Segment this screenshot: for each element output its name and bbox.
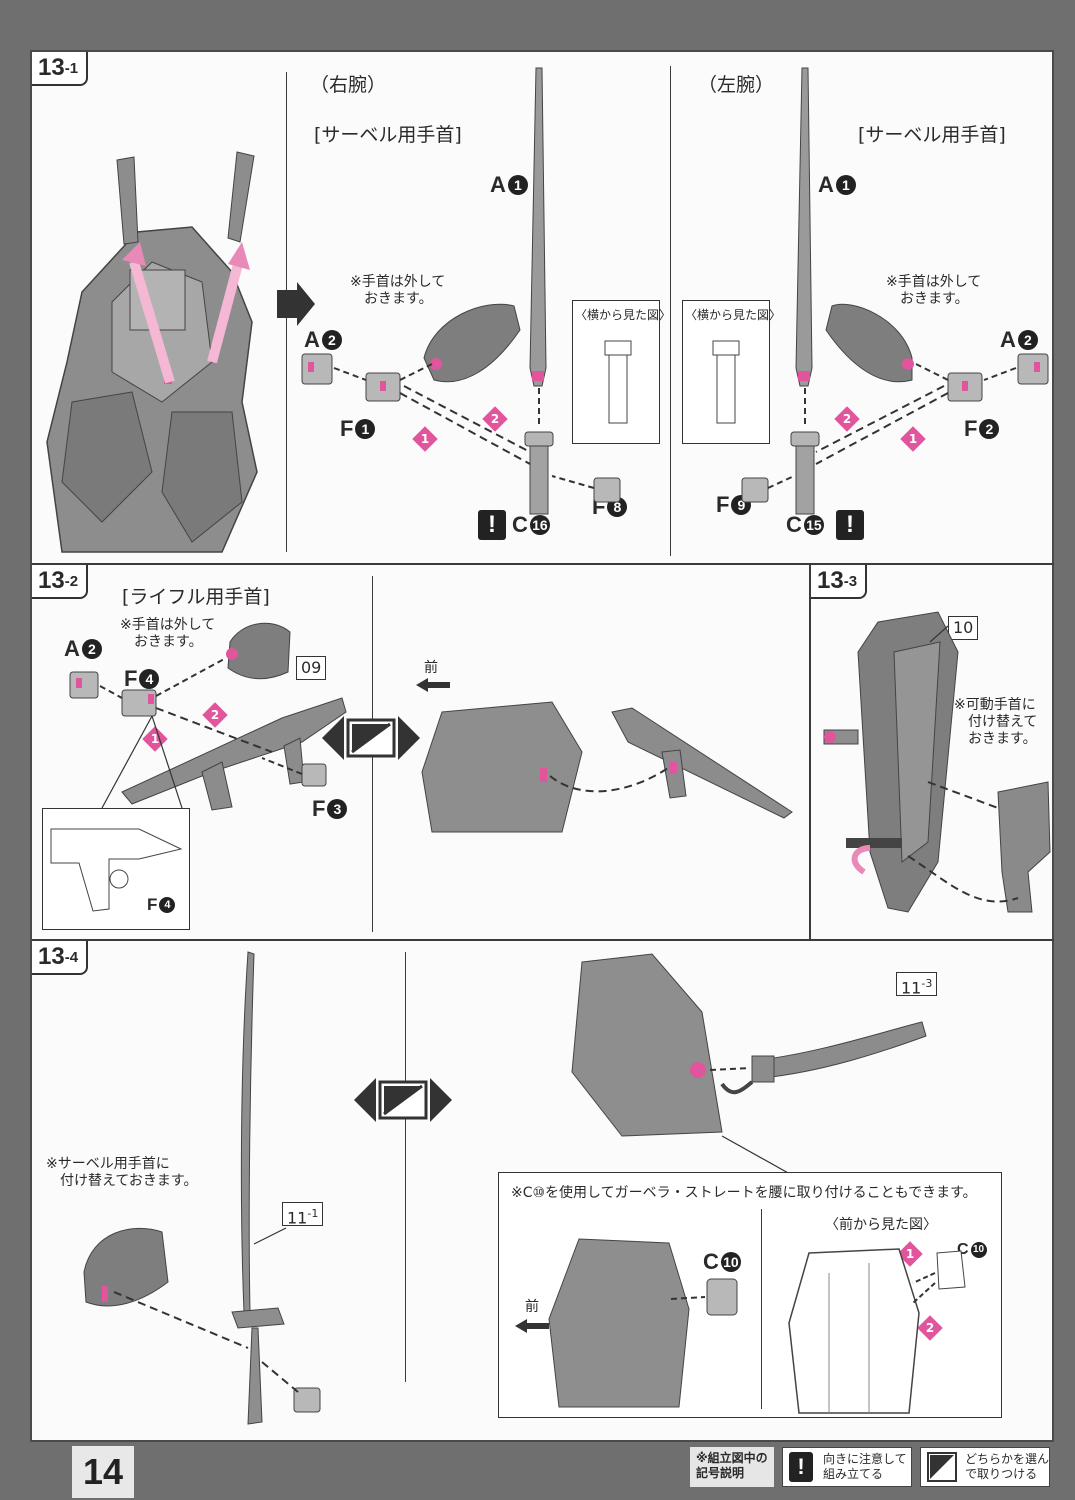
- left-arm-subtitle: [サーベル用手首]: [858, 124, 1006, 146]
- legend-warning: ! 向きに注意して 組み立てる: [782, 1447, 912, 1487]
- shield-note: ※可動手首に 付け替えて おきます。: [954, 697, 1038, 747]
- legend-title-box: ※組立図中の 記号説明: [690, 1447, 774, 1487]
- rifle-hand-subtitle: [ライフル用手首]: [122, 586, 270, 608]
- orientation-warning-icon: !: [836, 510, 864, 540]
- right-arm-note: ※手首は外して おきます。: [350, 274, 446, 307]
- divider-row2: [32, 939, 1054, 941]
- right-arm-subtitle: [サーベル用手首]: [314, 124, 462, 146]
- katana-assembly: [83, 951, 321, 1425]
- front-view-label: 〈前から見た図〉: [825, 1217, 937, 1233]
- left-arm-note: ※手首は外して おきます。: [886, 274, 982, 307]
- left-side-view-inset: 〈横から見た図〉: [682, 300, 781, 444]
- step-13-3-tag: 13-3: [811, 565, 868, 599]
- divider-13-4: [405, 952, 406, 1382]
- waist-sheath-mount: [571, 953, 927, 1175]
- left-arm-title: （左腕）: [698, 74, 775, 96]
- front-direction-arrow: [416, 678, 450, 692]
- divider-13-3: [809, 565, 811, 939]
- step-13-1-tag: 13-1: [32, 52, 89, 86]
- waist-c10-illustration: [548, 1238, 738, 1408]
- choose-either-icon: [322, 716, 420, 760]
- divider-row1: [32, 563, 1054, 565]
- front-view-illustration: [788, 1248, 966, 1414]
- katana-part-number: 11-1: [282, 1202, 324, 1227]
- right-arm-title: （右腕）: [310, 74, 387, 96]
- rifle-hand-note: ※手首は外して おきます。: [120, 617, 216, 650]
- alternate-mount-inset: ※C⑩を使用してガーベラ・ストレートを腰に取り付けることもできます。 〈前から見…: [498, 1172, 1002, 1418]
- saber-hand-note: ※サーベル用手首に 付け替えておきます。: [46, 1156, 198, 1189]
- next-arrow-icon: [277, 282, 315, 326]
- orientation-warning-icon: !: [478, 510, 506, 540]
- divider-13-1-b: [670, 66, 671, 556]
- inset-divider: [761, 1209, 762, 1409]
- choose-symbol-icon: [927, 1452, 957, 1482]
- rifle-assembly: [69, 622, 347, 811]
- rifle-part-number: 09: [296, 656, 327, 680]
- step-13-2-tag: 13-2: [32, 565, 89, 599]
- alternate-mount-note: ※C⑩を使用してガーベラ・ストレートを腰に取り付けることもできます。: [511, 1185, 977, 1201]
- shield-assembly: [823, 611, 1051, 913]
- right-arm-assembly: [301, 67, 621, 515]
- left-arm-assembly: [741, 67, 1049, 515]
- robot-torso-illustration: [46, 151, 258, 553]
- legend-choose: どちらかを選ん で取りつける: [920, 1447, 1050, 1487]
- sheath-part-number: 11-3: [896, 972, 938, 997]
- warning-icon: !: [789, 1452, 813, 1482]
- front-label-rifle: 前: [424, 660, 438, 676]
- shield-part-number: 10: [948, 616, 979, 640]
- step-13-4-tag: 13-4: [32, 941, 89, 975]
- choose-either-icon-2: [354, 1078, 452, 1122]
- front-direction-arrow-2: [515, 1319, 549, 1333]
- right-side-view-inset: 〈横から見た図〉: [572, 300, 671, 444]
- page-number: 14: [72, 1446, 134, 1498]
- rifle-waist-mount: [421, 701, 793, 833]
- front-label-waist: 前: [525, 1299, 539, 1315]
